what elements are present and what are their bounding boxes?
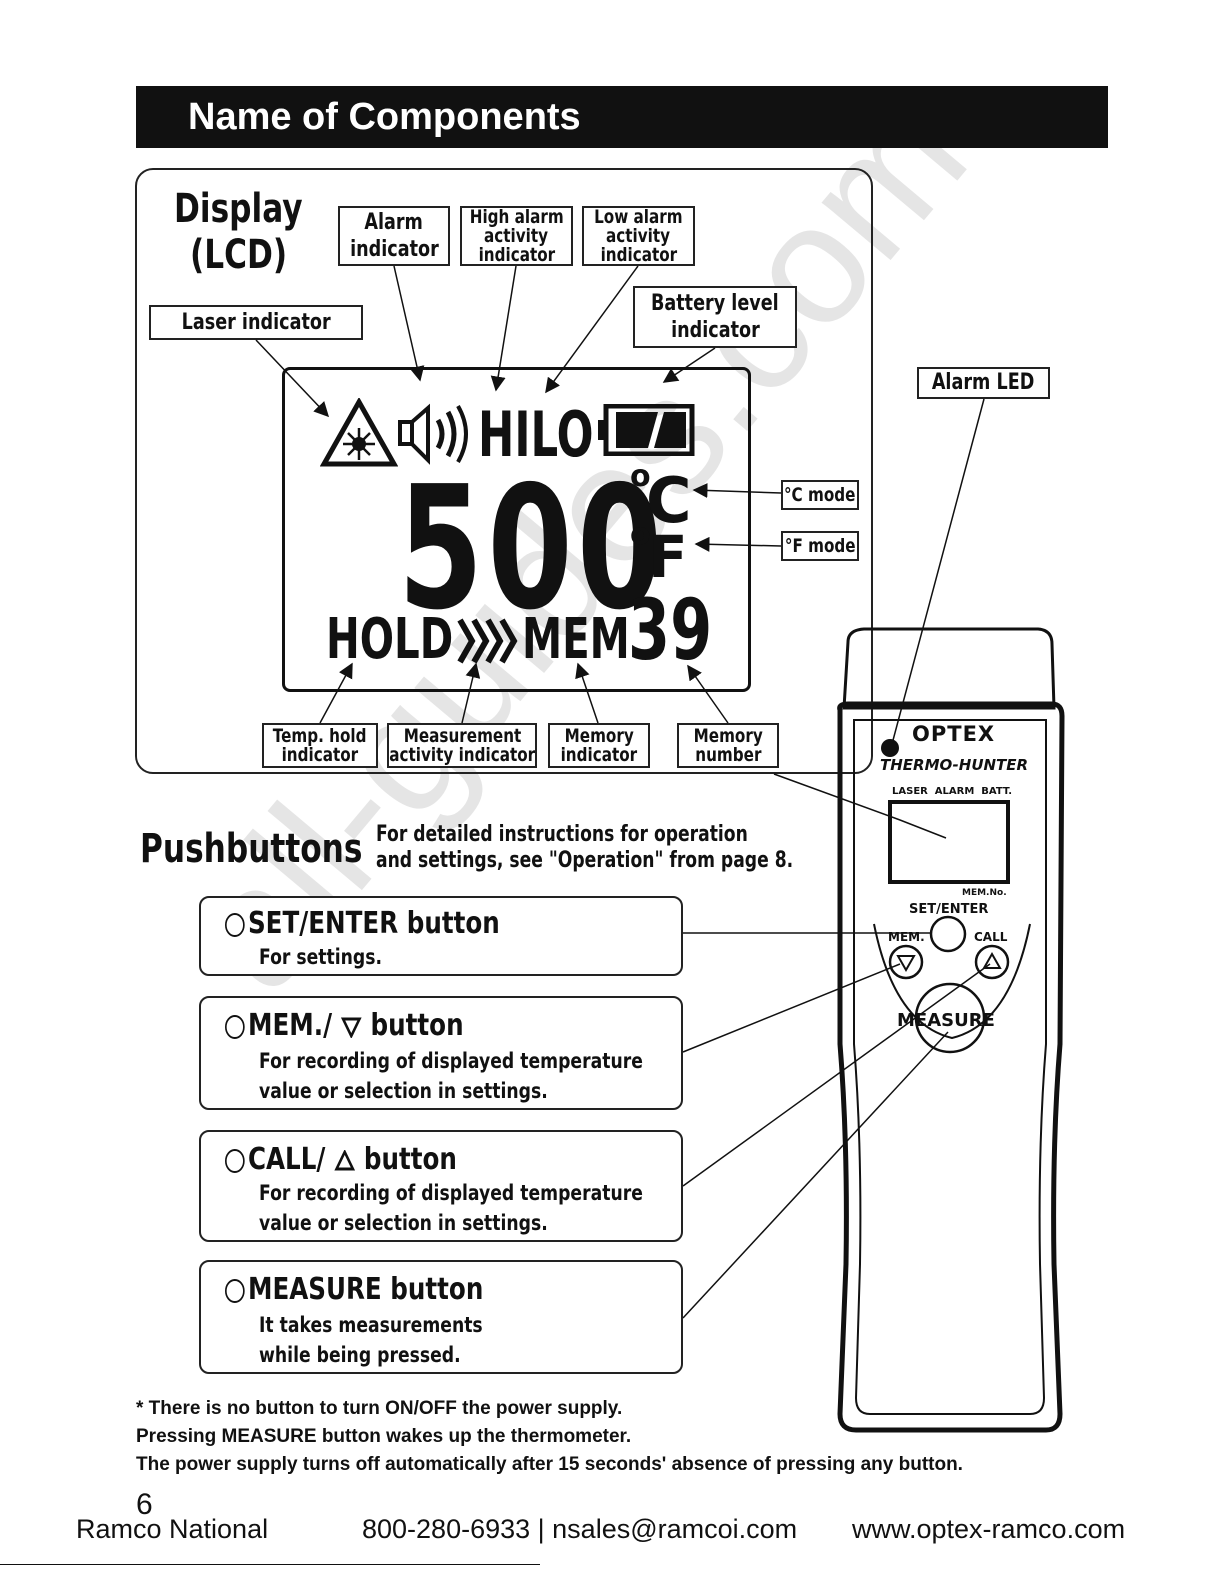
temperature-reading: 500	[398, 450, 667, 648]
measure-button-card: MEASURE button It takes measurements whi…	[199, 1260, 683, 1374]
footer-rule	[0, 1564, 540, 1565]
lcd-screen	[282, 367, 751, 692]
degree-symbol-f: o	[630, 517, 651, 552]
temp-hold-label: Temp. hold indicator	[262, 723, 378, 768]
measure-button-title: MEASURE button	[225, 1272, 483, 1307]
device-mem-no: MEM.No.	[962, 888, 1007, 898]
celsius-unit: C	[646, 464, 692, 537]
speaker-alarm-icon	[398, 403, 468, 465]
mem-button-card: MEM./ button For recording of displayed …	[199, 996, 683, 1110]
set-enter-button-desc: For settings.	[259, 945, 383, 969]
pushbuttons-intro-line2: and settings, see "Operation" from page …	[376, 848, 794, 873]
memory-indicator-label: Memory indicator	[548, 723, 650, 768]
laser-warning-icon	[320, 398, 398, 467]
laser-indicator-label: Laser indicator	[149, 305, 363, 340]
thermometer-device	[837, 627, 1065, 1433]
device-set-enter-label: SET/ENTER	[909, 902, 989, 917]
circle-bullet-icon	[225, 1148, 245, 1173]
hold-indicator: HOLD	[326, 607, 454, 672]
high-alarm-label: High alarm activity indicator	[460, 206, 573, 266]
memory-number-display: 39	[628, 581, 713, 679]
circle-bullet-icon	[225, 1278, 245, 1303]
mem-indicator: MEM	[522, 607, 630, 672]
pushbuttons-intro-line1: For detailed instructions for operation	[376, 822, 748, 847]
section-title: Name of Components	[188, 96, 581, 138]
degree-symbol-c: o	[630, 459, 651, 494]
mem-button-title: MEM./ button	[225, 1008, 464, 1043]
measurement-activity-label: Measurement activity indicator	[387, 723, 537, 768]
memory-number-label: Memory number	[677, 723, 779, 768]
display-title: Display	[174, 186, 303, 232]
mem-button-desc-2: value or selection in settings.	[259, 1079, 548, 1103]
call-button-card: CALL/ button For recording of displayed …	[199, 1130, 683, 1242]
circle-bullet-icon	[225, 912, 245, 937]
footer-website: www.optex-ramco.com	[852, 1514, 1126, 1544]
set-enter-button-title: SET/ENTER button	[225, 906, 500, 941]
device-call-label: CALL	[974, 930, 1008, 944]
hilo-indicator: HILO	[478, 398, 594, 471]
measure-button-desc-2: while being pressed.	[259, 1343, 461, 1367]
note-line-3: The power supply turns off automatically…	[136, 1454, 963, 1475]
alarm-led-label: Alarm LED	[917, 367, 1050, 399]
device-mem-label: MEM.	[888, 930, 925, 944]
measure-button-desc-1: It takes measurements	[259, 1313, 483, 1337]
device-measure-label: MEASURE	[897, 1010, 995, 1031]
device-model: THERMO-HUNTER	[880, 756, 1029, 774]
display-panel	[135, 168, 873, 774]
battery-level-label: Battery level indicator	[633, 286, 797, 348]
triangle-up-icon	[334, 1148, 355, 1170]
call-button-desc-1: For recording of displayed temperature	[259, 1181, 643, 1205]
fahrenheit-unit: F	[648, 523, 688, 591]
note-line-1: * There is no button to turn ON/OFF the …	[136, 1398, 623, 1419]
call-button-desc-2: value or selection in settings.	[259, 1211, 548, 1235]
device-brand-logo: OPTEX	[912, 722, 996, 746]
call-button-title: CALL/ button	[225, 1142, 457, 1177]
f-mode-label: °F mode	[781, 531, 859, 561]
page-number: 6	[136, 1488, 153, 1521]
footer-company: Ramco National	[76, 1514, 269, 1544]
c-mode-label: °C mode	[781, 480, 859, 510]
device-top-labels: LASER ALARM BATT.	[892, 786, 1013, 797]
section-header: Name of Components	[136, 86, 1108, 148]
mem-button-desc-1: For recording of displayed temperature	[259, 1049, 643, 1073]
low-alarm-label: Low alarm activity indicator	[582, 206, 695, 266]
circle-bullet-icon	[225, 1014, 245, 1039]
triangle-down-icon	[340, 1017, 362, 1039]
measurement-activity-icon	[457, 618, 518, 664]
display-subtitle: (LCD)	[190, 232, 288, 278]
set-enter-button-card: SET/ENTER button For settings.	[199, 896, 683, 976]
footer-contact: 800-280-6933 | nsales@ramcoi.com	[362, 1514, 798, 1544]
battery-icon	[598, 404, 695, 456]
pushbuttons-title: Pushbuttons	[140, 826, 363, 872]
note-line-2: Pressing MEASURE button wakes up the the…	[136, 1426, 632, 1447]
alarm-indicator-label: Alarm indicator	[338, 206, 450, 266]
